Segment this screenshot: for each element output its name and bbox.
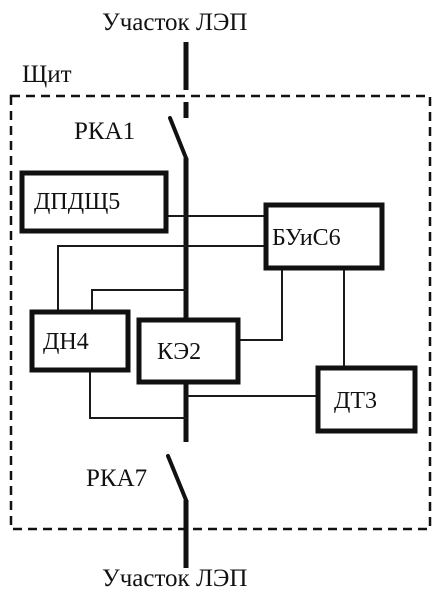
block-buis6 [263, 202, 385, 271]
block-dn4-label: ДН4 [43, 329, 89, 355]
block-dt3 [315, 365, 418, 434]
block-ke2 [136, 317, 241, 385]
panel-frame [9, 94, 432, 531]
block-dpdsh5-label: ДПДЩ5 [34, 189, 120, 215]
switch-rka7-label: РКА7 [86, 465, 147, 492]
wire-dn-top-to-line [91, 289, 186, 312]
line-section-top-label: Участок ЛЭП [102, 9, 247, 36]
block-ke2-label: КЭ2 [157, 339, 201, 365]
switch-rka1-blade [168, 116, 188, 160]
block-dn4 [29, 309, 131, 373]
panel-label: Щит [22, 61, 72, 88]
wire-ke-to-buis [238, 268, 283, 341]
wire-dn-bottom-to-line [89, 370, 186, 419]
block-dt3-label: ДТ3 [334, 388, 377, 414]
block-buis6-label: БУиС6 [272, 225, 341, 251]
block-dpdsh5 [19, 170, 169, 234]
switch-rka7-blade [166, 454, 188, 502]
switch-rka1-label: РКА1 [74, 118, 135, 145]
line-section-bottom-label: Участок ЛЭП [102, 565, 247, 592]
wire-dn-to-buis [57, 245, 266, 312]
